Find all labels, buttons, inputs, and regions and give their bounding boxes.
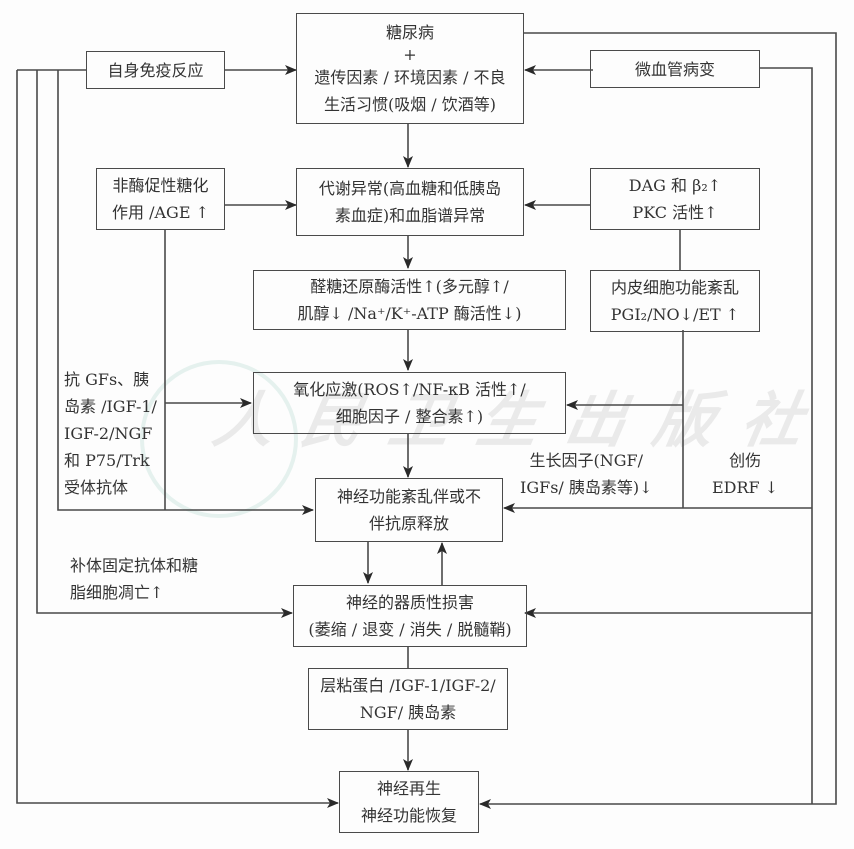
label-antibodies: 抗 GFs、胰 岛素 /IGF-1/ IGF-2/NGF 和 P75/Trk 受… <box>64 366 157 501</box>
box-nonenzymatic-glycation: 非酶促性糖化 作用 /AGE ↑ <box>96 168 225 230</box>
label-line: 抗 GFs、胰 <box>64 370 150 389</box>
label-line: EDRF ↓ <box>712 478 779 497</box>
label-line: 和 P75/Trk <box>64 451 150 470</box>
box-text: 肌醇↓ /Na⁺/K⁺-ATP 酶活性↓) <box>297 304 522 323</box>
box-text: 神经功能紊乱伴或不 <box>336 487 481 506</box>
box-nerve-dysfunction: 神经功能紊乱伴或不 伴抗原释放 <box>315 478 503 542</box>
box-aldose-reductase: 醛糖还原酶活性↑(多元醇↑/ 肌醇↓ /Na⁺/K⁺-ATP 酶活性↓) <box>253 270 566 330</box>
box-text: 醛糖还原酶活性↑(多元醇↑/ <box>310 277 509 296</box>
label-line: IGFs/ 胰岛素等)↓ <box>520 478 653 497</box>
label-line: 生长因子(NGF/ <box>529 451 644 470</box>
box-metabolic-abnormality: 代谢异常(高血糖和低胰岛 素血症)和血脂谱异常 <box>296 168 524 236</box>
label-line: 受体抗体 <box>64 478 129 497</box>
label-growth-factors: 生长因子(NGF/ IGFs/ 胰岛素等)↓ <box>520 447 653 501</box>
box-text: 神经功能恢复 <box>360 806 457 825</box>
label-complement-apoptosis: 补体固定抗体和糖 脂细胞凋亡↑ <box>70 552 198 606</box>
box-text: 氧化应激(ROS↑/NF-κB 活性↑/ <box>293 380 526 399</box>
box-text: + <box>403 45 417 64</box>
label-line: 创伤 <box>729 451 762 470</box>
box-text: 非酶促性糖化 <box>112 176 209 195</box>
label-line: 岛素 /IGF-1/ <box>64 397 157 416</box>
box-text: (萎缩 / 退变 / 消失 / 脱髓鞘) <box>308 620 512 639</box>
line-diabetes-outer-right <box>523 32 837 805</box>
box-autoimmune: 自身免疫反应 <box>86 51 225 89</box>
box-text: 神经再生 <box>376 779 441 798</box>
box-endothelial-dysfunction: 内皮细胞功能紊乱 PGI₂/NO↓/ET ↑ <box>590 270 760 332</box>
box-organic-nerve-damage: 神经的器质性损害 (萎缩 / 退变 / 消失 / 脱髓鞘) <box>293 585 527 647</box>
box-laminin-growth-factors: 层粘蛋白 /IGF-1/IGF-2/ NGF/ 胰岛素 <box>308 668 508 730</box>
box-dag-pkc: DAG 和 β₂↑ PKC 活性↑ <box>590 168 760 230</box>
box-text: PGI₂/NO↓/ET ↑ <box>610 305 740 324</box>
arrow-autoimmune-to-organic <box>36 70 293 618</box>
watermark-logo <box>140 360 298 518</box>
box-text: 细胞因子 / 整合素↑) <box>335 407 484 426</box>
box-text: 糖尿病 <box>385 23 434 42</box>
box-text: 自身免疫反应 <box>107 60 204 80</box>
box-text: DAG 和 β₂↑ <box>628 176 722 195</box>
box-text: 作用 /AGE ↑ <box>112 203 209 222</box>
box-text: 生活习惯(吸烟 / 饮酒等) <box>323 95 497 114</box>
box-text: 素血症)和血脂谱异常 <box>334 206 486 225</box>
box-oxidative-stress: 氧化应激(ROS↑/NF-κB 活性↑/ 细胞因子 / 整合素↑) <box>253 372 566 434</box>
box-text: 内皮细胞功能紊乱 <box>610 278 739 297</box>
box-text: NGF/ 胰岛素 <box>359 703 457 722</box>
line-autoimmune-to-dysfunction <box>57 70 165 511</box>
label-line: 补体固定抗体和糖 <box>70 556 199 575</box>
arrow-autoimmune-to-regeneration <box>16 70 339 808</box>
label-trauma-edrf: 创伤 EDRF ↓ <box>712 447 778 501</box>
box-microvascular: 微血管病变 <box>590 50 760 88</box>
box-text: 伴抗原释放 <box>368 514 449 533</box>
box-text: 微血管病变 <box>634 59 715 79</box>
line-microvascular-right <box>760 67 813 804</box>
label-line: 脂细胞凋亡↑ <box>70 583 164 602</box>
box-text: 神经的器质性损害 <box>345 593 474 612</box>
box-text: 代谢异常(高血糖和低胰岛 <box>318 179 502 198</box>
box-text: 遗传因素 / 环境因素 / 不良 <box>314 68 506 87</box>
box-text: 层粘蛋白 /IGF-1/IGF-2/ <box>320 676 496 695</box>
box-text: PKC 活性↑ <box>632 203 718 222</box>
box-nerve-regeneration: 神经再生 神经功能恢复 <box>339 771 479 833</box>
box-diabetes: 糖尿病 + 遗传因素 / 环境因素 / 不良 生活习惯(吸烟 / 饮酒等) <box>296 13 524 124</box>
label-line: IGF-2/NGF <box>64 424 153 443</box>
